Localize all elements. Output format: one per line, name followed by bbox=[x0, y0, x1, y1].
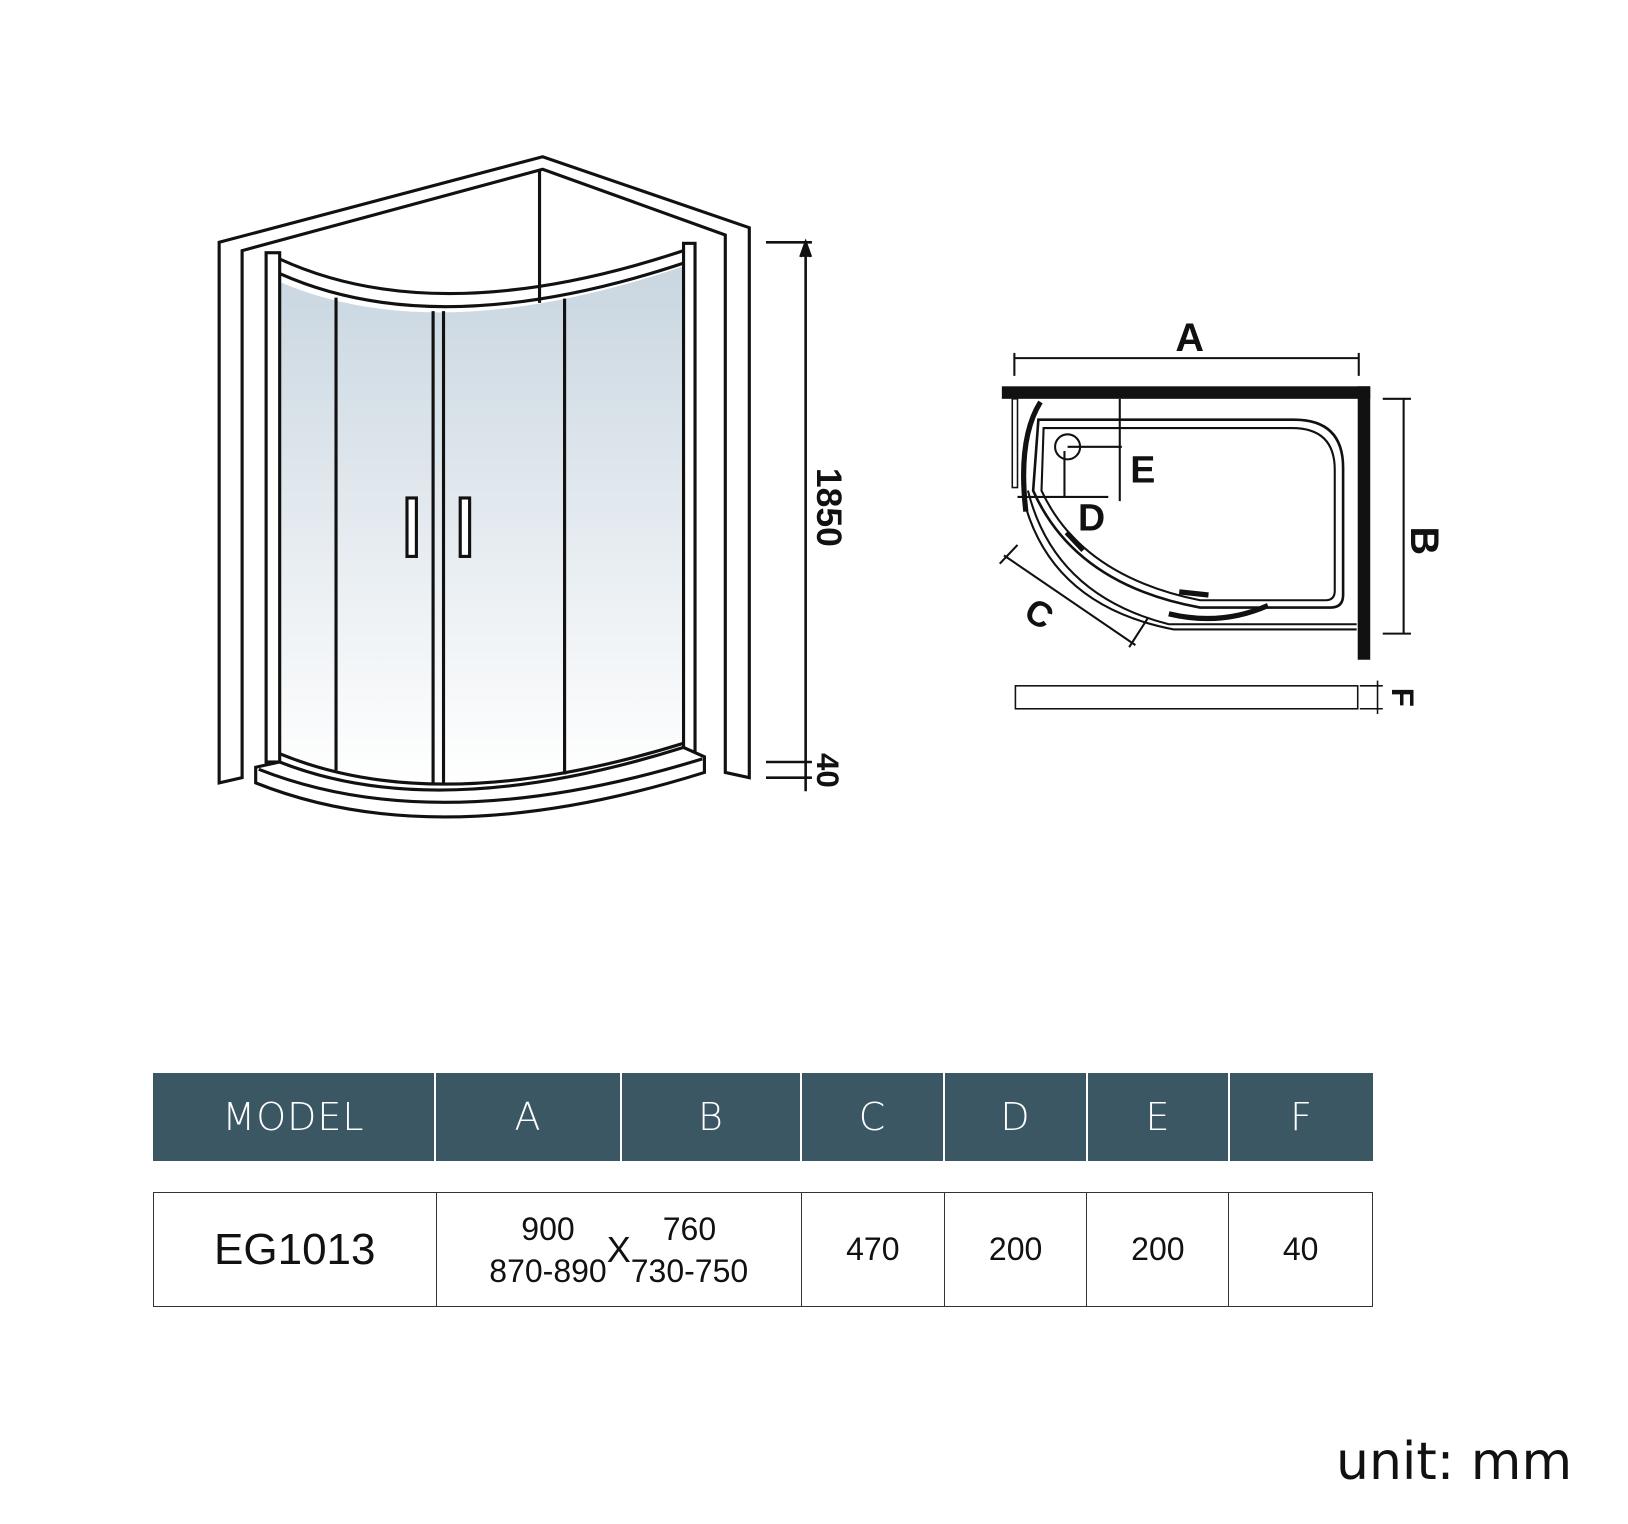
height-label: 1850 bbox=[809, 468, 849, 547]
a-range: 870-890 bbox=[489, 1252, 607, 1289]
header-d: D bbox=[945, 1073, 1088, 1161]
d-cell: 200 bbox=[945, 1193, 1088, 1306]
dimension-f-label: F bbox=[1385, 688, 1420, 707]
e-cell: 200 bbox=[1087, 1193, 1230, 1306]
header-b: B bbox=[622, 1073, 802, 1161]
tray-height-label: 40 bbox=[810, 753, 845, 788]
header-f: F bbox=[1290, 1095, 1313, 1139]
b-values: 760 730-750 bbox=[631, 1208, 748, 1292]
unit-label: unit: mm bbox=[1336, 1432, 1573, 1492]
header-e: E bbox=[1088, 1073, 1230, 1161]
a-values: 900 870-890 bbox=[489, 1208, 606, 1292]
dimension-e-label: E bbox=[1130, 448, 1155, 490]
b-range: 730-750 bbox=[630, 1252, 749, 1289]
model-cell: EG1013 bbox=[154, 1193, 437, 1306]
dimension-c-label: C bbox=[1018, 590, 1060, 637]
header-model: MODEL bbox=[153, 1073, 436, 1161]
f-cell: 40 bbox=[1282, 1231, 1319, 1267]
table-header: MODEL A B C D E F bbox=[153, 1073, 1373, 1161]
enclosure-plan bbox=[999, 352, 1411, 714]
height-dimension bbox=[765, 238, 813, 792]
table-row: EG1013 900 870-890 X 760 730-750 470 200… bbox=[153, 1192, 1373, 1307]
times-sign: X bbox=[606, 1228, 631, 1270]
size-cell: 900 870-890 X 760 730-750 bbox=[437, 1193, 802, 1306]
header-c: C bbox=[802, 1073, 945, 1161]
header-a: A bbox=[436, 1073, 622, 1161]
dimension-d-label: D bbox=[1078, 496, 1105, 538]
a-nominal: 900 bbox=[521, 1210, 575, 1247]
dimension-b-label: B bbox=[1402, 526, 1446, 555]
enclosure-elevation bbox=[217, 155, 751, 819]
c-cell: 470 bbox=[802, 1193, 945, 1306]
dimension-a-label: A bbox=[1175, 316, 1204, 360]
b-nominal: 760 bbox=[662, 1210, 717, 1247]
